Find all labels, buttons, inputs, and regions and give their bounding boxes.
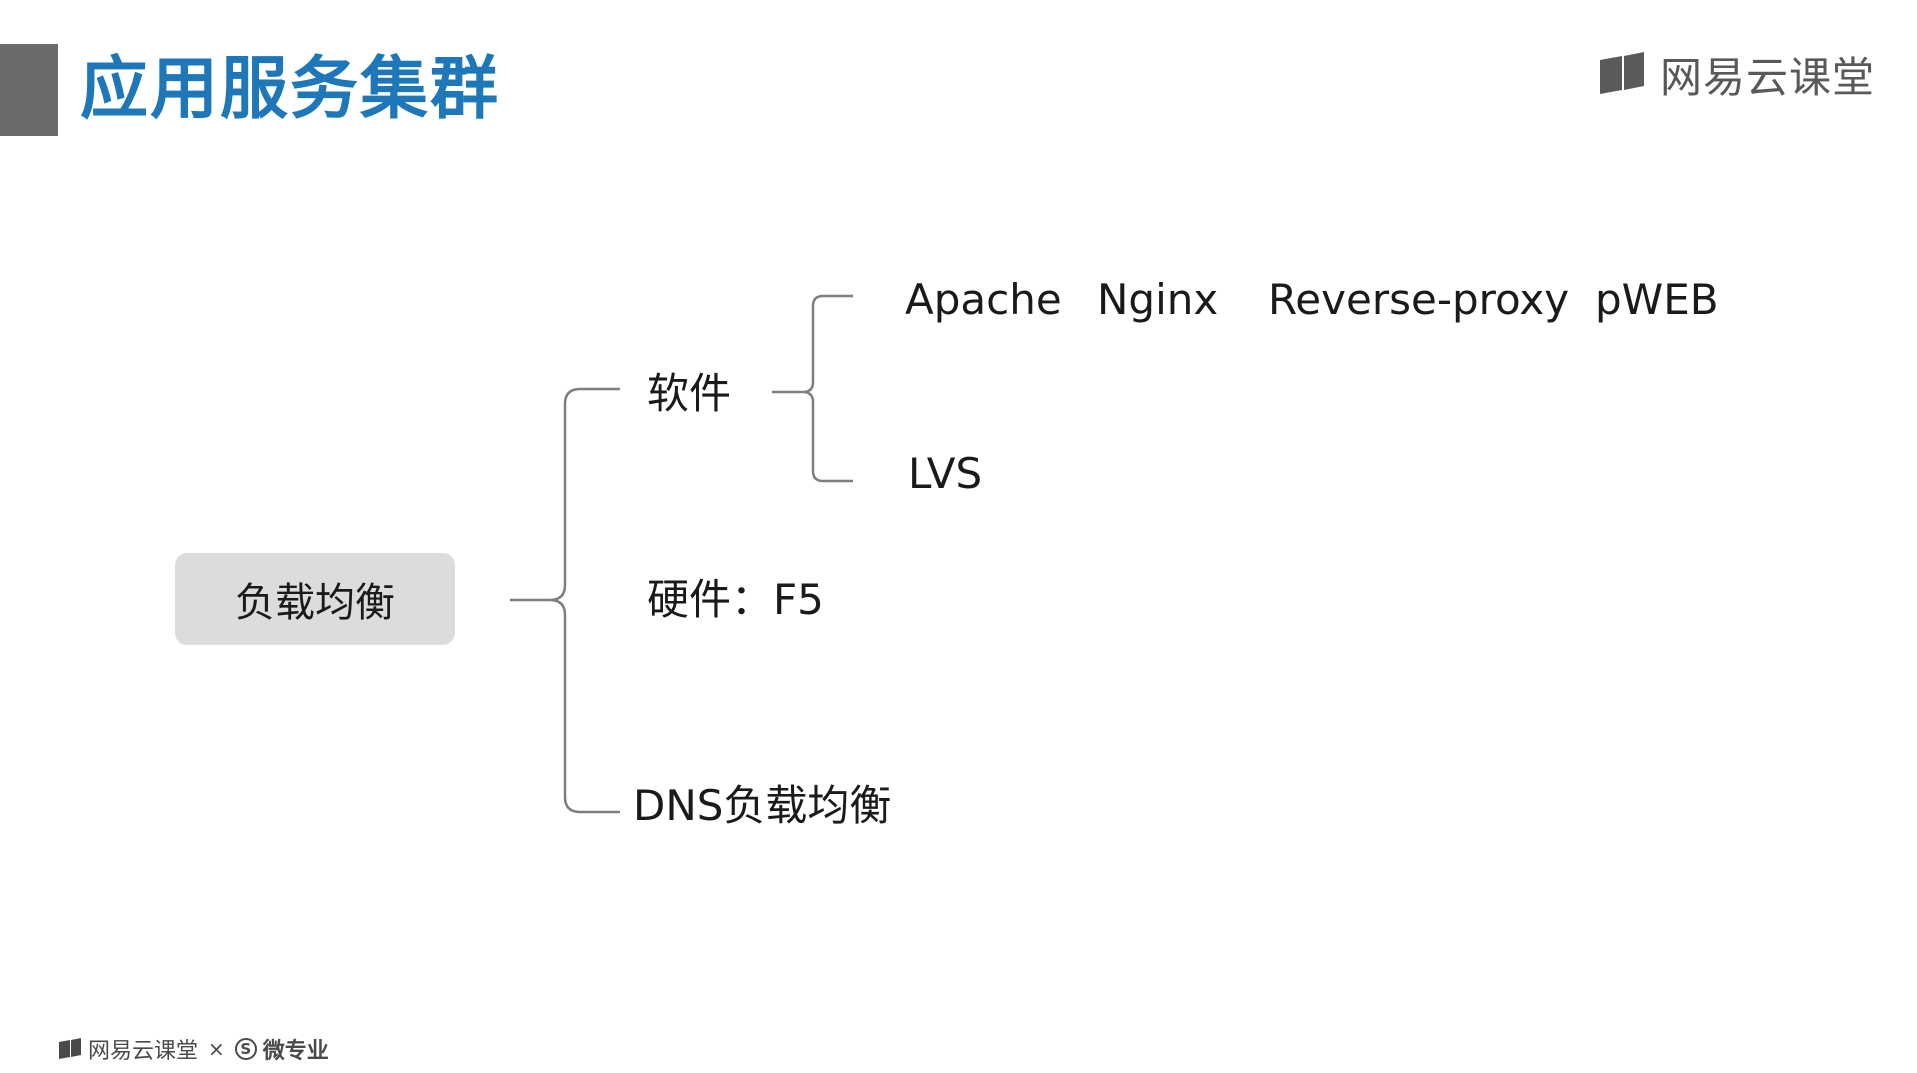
footer-times: × — [208, 1037, 225, 1061]
node-software: 软件 — [647, 369, 732, 418]
node-lvs: LVS — [908, 449, 983, 498]
root-node-load-balance: 负载均衡 — [175, 553, 455, 645]
node-apache: Apache — [905, 275, 1062, 324]
node-dns-load-balance: DNS负载均衡 — [633, 781, 892, 830]
node-hardware-f5: 硬件：F5 — [647, 575, 824, 624]
node-pweb: pWEB — [1595, 275, 1719, 324]
slide-title: 应用服务集群 — [80, 50, 501, 129]
footer-brand-left: 网易云课堂 — [88, 1039, 199, 1064]
title-accent-bar — [0, 44, 58, 136]
main-bracket — [549, 387, 620, 814]
footer-brand-right: 微专业 — [262, 1039, 329, 1064]
s-circle-icon: S — [234, 1038, 257, 1060]
footer-brand: 网易云课堂 × S 微专业 — [58, 1034, 329, 1064]
brand-name-top: 网易云课堂 — [1659, 52, 1875, 102]
book-logo-icon — [1599, 52, 1644, 94]
software-bracket — [802, 294, 853, 483]
small-book-logo-icon — [59, 1038, 81, 1059]
node-nginx: Nginx — [1097, 275, 1219, 324]
brand-logo-top: 网易云课堂 — [1598, 48, 1875, 102]
node-reverse-proxy: Reverse-proxy — [1268, 275, 1570, 324]
